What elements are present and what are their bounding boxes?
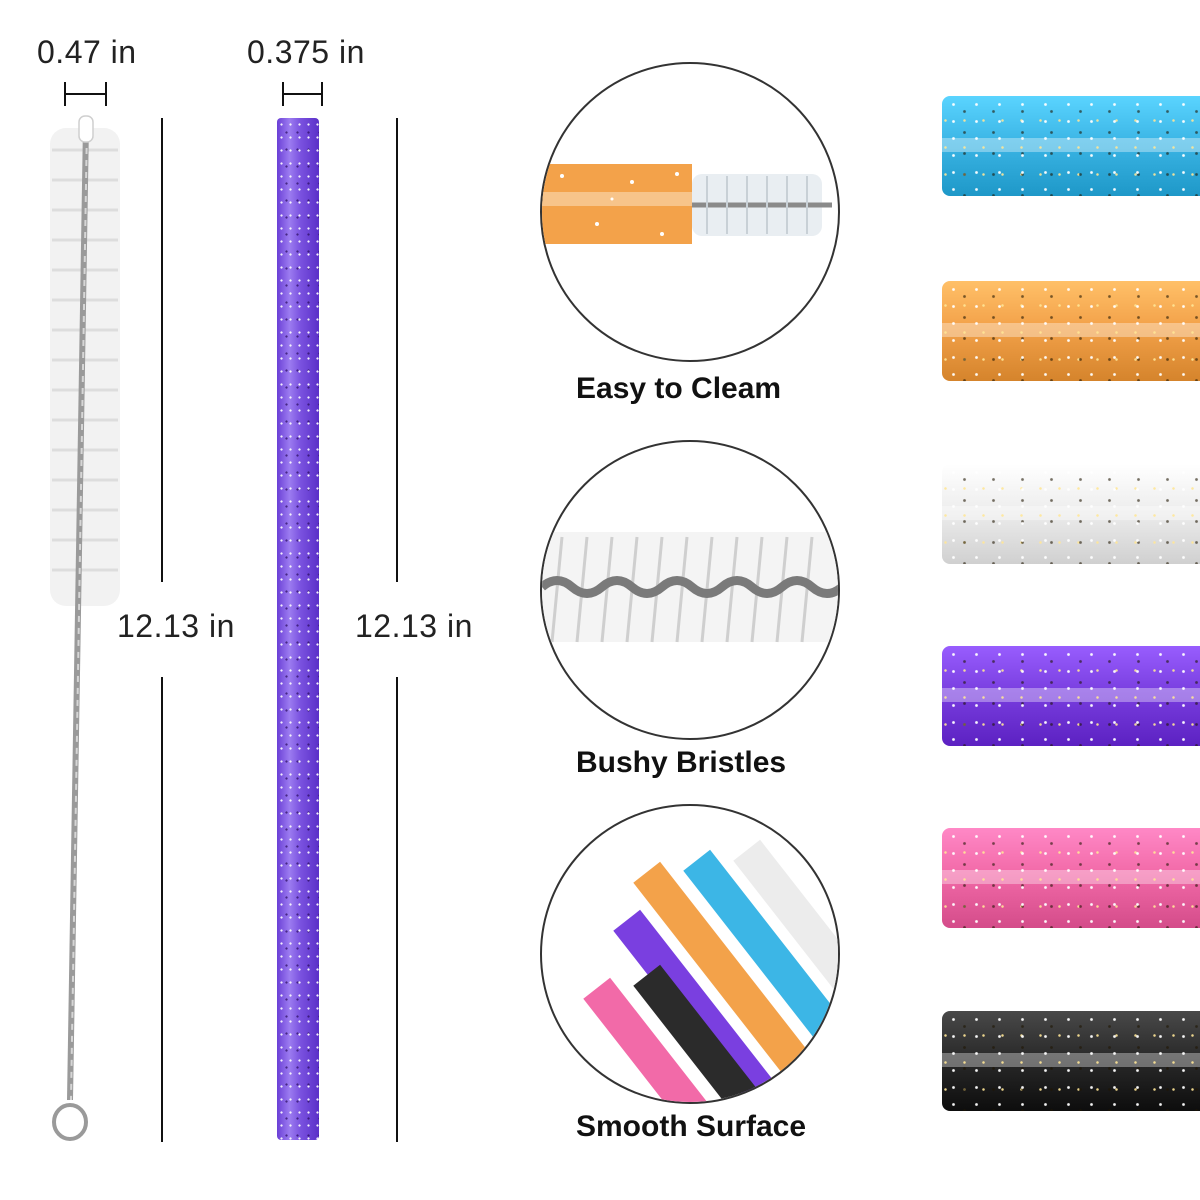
- brush-length-line-bottom: [161, 677, 163, 1142]
- brush-length-line-top: [161, 118, 163, 582]
- purple-straw-image: [277, 118, 319, 1140]
- feature-caption-smooth-surface: Smooth Surface: [576, 1110, 807, 1143]
- bristles-closeup: [542, 532, 838, 643]
- straw-clear-image: [942, 464, 1200, 564]
- feature-circle-bushy-bristles: [540, 440, 840, 740]
- straw-orange-image: [942, 281, 1200, 381]
- straw-length-line-top: [396, 118, 398, 582]
- straw-pink-image: [942, 828, 1200, 928]
- brush-wire: [67, 123, 89, 1101]
- brush-width-label: 0.47 in: [37, 34, 137, 70]
- straw-purple-image: [942, 646, 1200, 746]
- brush-loop: [52, 1103, 88, 1141]
- straw-length-line-bottom: [396, 677, 398, 1142]
- straw-and-brush-closeup: [542, 164, 832, 244]
- brush-length-label: 12.13 in: [117, 608, 235, 644]
- straw-black-image: [942, 1011, 1200, 1111]
- straw-blue-image: [942, 96, 1200, 196]
- straw-length-label: 12.13 in: [355, 608, 473, 644]
- colorful-straws-closeup: [583, 839, 838, 1102]
- feature-caption-easy-clean: Easy to Cleam: [576, 372, 782, 405]
- feature-caption-bushy-bristles: Bushy Bristles: [576, 746, 787, 779]
- straw-width-label: 0.375 in: [247, 34, 365, 70]
- brush-width-bracket: [64, 82, 107, 106]
- feature-circle-smooth-surface: [540, 804, 840, 1104]
- cleaning-brush-image: [50, 115, 120, 1141]
- feature-circle-easy-clean: [540, 62, 840, 362]
- straw-width-bracket: [282, 82, 323, 106]
